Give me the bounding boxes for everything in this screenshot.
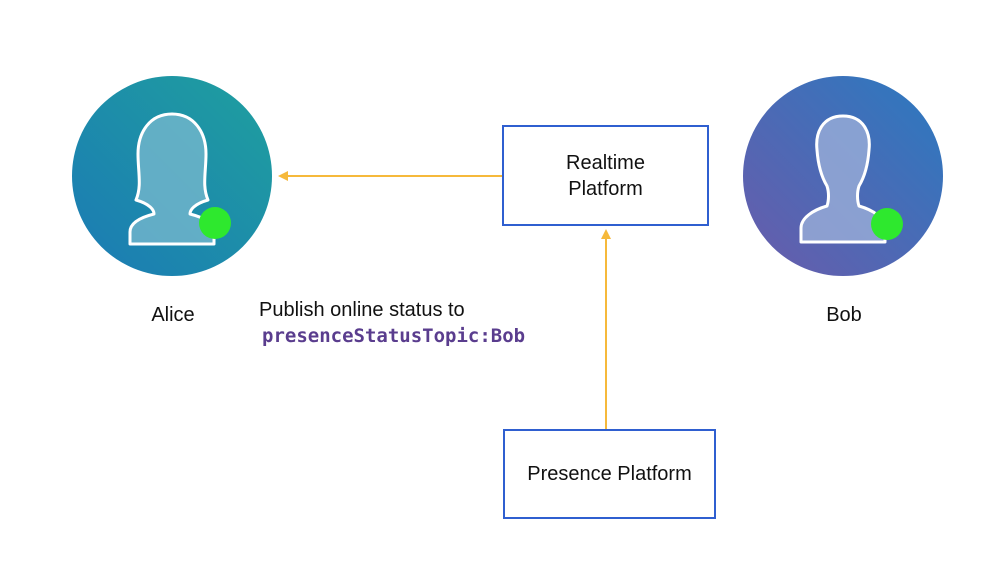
female-user-icon — [72, 76, 272, 276]
presence-platform-label: Presence Platform — [527, 463, 692, 485]
male-user-icon — [743, 76, 943, 276]
online-status-dot — [871, 208, 903, 240]
realtime-platform-label: Realtime Platform — [566, 151, 645, 200]
online-status-dot — [199, 207, 231, 239]
alice-avatar — [72, 76, 272, 276]
realtime-platform-box: Realtime Platform — [502, 125, 709, 226]
alice-label: Alice — [151, 304, 195, 326]
presence-platform-box: Presence Platform — [503, 429, 716, 519]
bob-avatar — [743, 76, 943, 276]
bob-label: Bob — [826, 304, 862, 326]
presence-topic-name: presenceStatusTopic:Bob — [262, 325, 526, 347]
publish-annotation: Publish online status to presenceStatusT… — [259, 298, 589, 350]
publish-annotation-text: Publish online status to — [259, 299, 465, 321]
